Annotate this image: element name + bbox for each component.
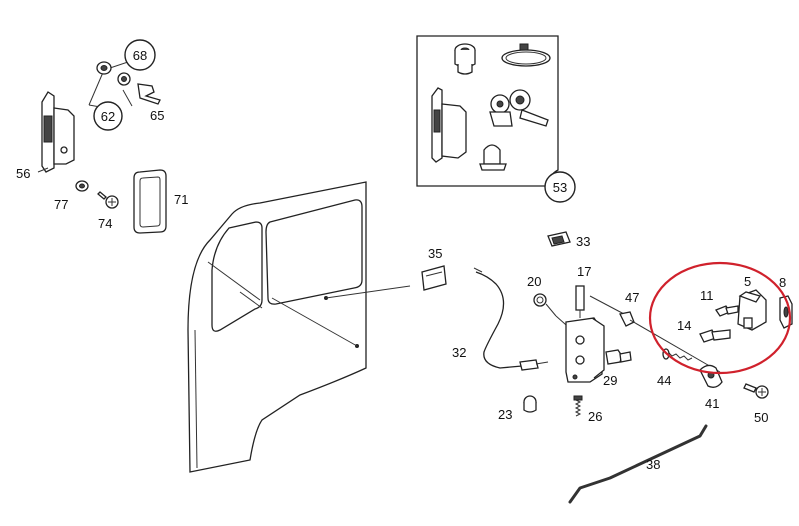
part-50-screw [743, 383, 769, 399]
callout-33: 33 [576, 234, 590, 249]
callout-68: 68 [133, 48, 147, 63]
callout-29: 29 [603, 373, 617, 388]
callout-32: 32 [452, 345, 466, 360]
callout-77: 77 [54, 197, 68, 212]
door-panel [187, 181, 411, 473]
part-26-spring [573, 395, 583, 417]
callout-14: 14 [677, 318, 691, 333]
callout-5: 5 [744, 274, 751, 289]
callout-circle [93, 101, 123, 131]
part-23-cap [523, 395, 537, 413]
callout-11: 11 [700, 288, 714, 303]
part-71-seal-frame [133, 169, 167, 234]
part-77-washer [75, 180, 89, 192]
part-14-screw [699, 329, 731, 343]
callout-50: 50 [754, 410, 768, 425]
callout-47: 47 [625, 290, 639, 305]
callout-65: 65 [150, 108, 164, 123]
part-56-door-check-bracket [37, 91, 75, 173]
part-33-clip [547, 231, 571, 247]
callout-71: 71 [174, 192, 188, 207]
callout-62: 62 [101, 109, 115, 124]
callout-23: 23 [498, 407, 512, 422]
part-5-striker [737, 289, 767, 331]
callout-circle [124, 39, 156, 71]
callout-17: 17 [577, 264, 591, 279]
highlight-ellipse [648, 261, 792, 375]
callout-53: 53 [553, 180, 567, 195]
part-32-cable [473, 267, 549, 371]
part-29-screw [605, 349, 632, 365]
part-11-screw [715, 305, 739, 317]
callout-circle [544, 171, 576, 203]
part-47-stop [619, 311, 721, 373]
callout-74: 74 [98, 216, 112, 231]
part-41-bracket [699, 364, 723, 388]
callout-20: 20 [527, 274, 541, 289]
part-74-screw [97, 191, 119, 209]
part-17-door-lock [565, 285, 625, 383]
part-62-68-65-nuts-and-clip [88, 61, 161, 109]
callout-41: 41 [705, 396, 719, 411]
callout-8: 8 [779, 275, 786, 290]
callout-35: 35 [428, 246, 442, 261]
part-38-rod [568, 424, 708, 504]
part-35-cover-plate [421, 265, 447, 291]
part-53-lock-set-box [416, 35, 576, 203]
callout-44: 44 [657, 373, 671, 388]
callout-56: 56 [16, 166, 30, 181]
part-20-spring [533, 293, 575, 333]
callout-38: 38 [646, 457, 660, 472]
callout-26: 26 [588, 409, 602, 424]
